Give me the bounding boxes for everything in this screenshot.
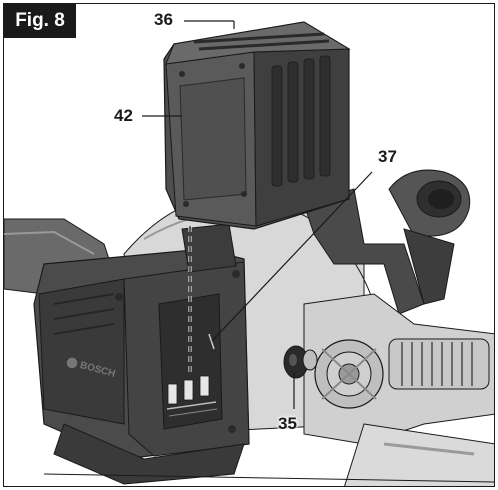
leader-lines <box>142 20 373 409</box>
figure-number-label: Fig. 8 <box>4 4 76 38</box>
battery-pack <box>163 21 351 230</box>
callout-36: 36 <box>154 10 173 29</box>
locking-knob <box>283 345 318 379</box>
saw-battery-illustration: ⬤ BOSCH <box>4 20 494 486</box>
saw-handle <box>303 169 471 315</box>
callout-37: 37 <box>378 147 397 166</box>
callout-35: 35 <box>278 414 297 433</box>
callout-42: 42 <box>114 106 133 125</box>
battery-mount-stem <box>181 223 237 273</box>
bevel-mechanism <box>303 293 494 486</box>
figure-frame: ⬤ BOSCH <box>3 3 495 487</box>
